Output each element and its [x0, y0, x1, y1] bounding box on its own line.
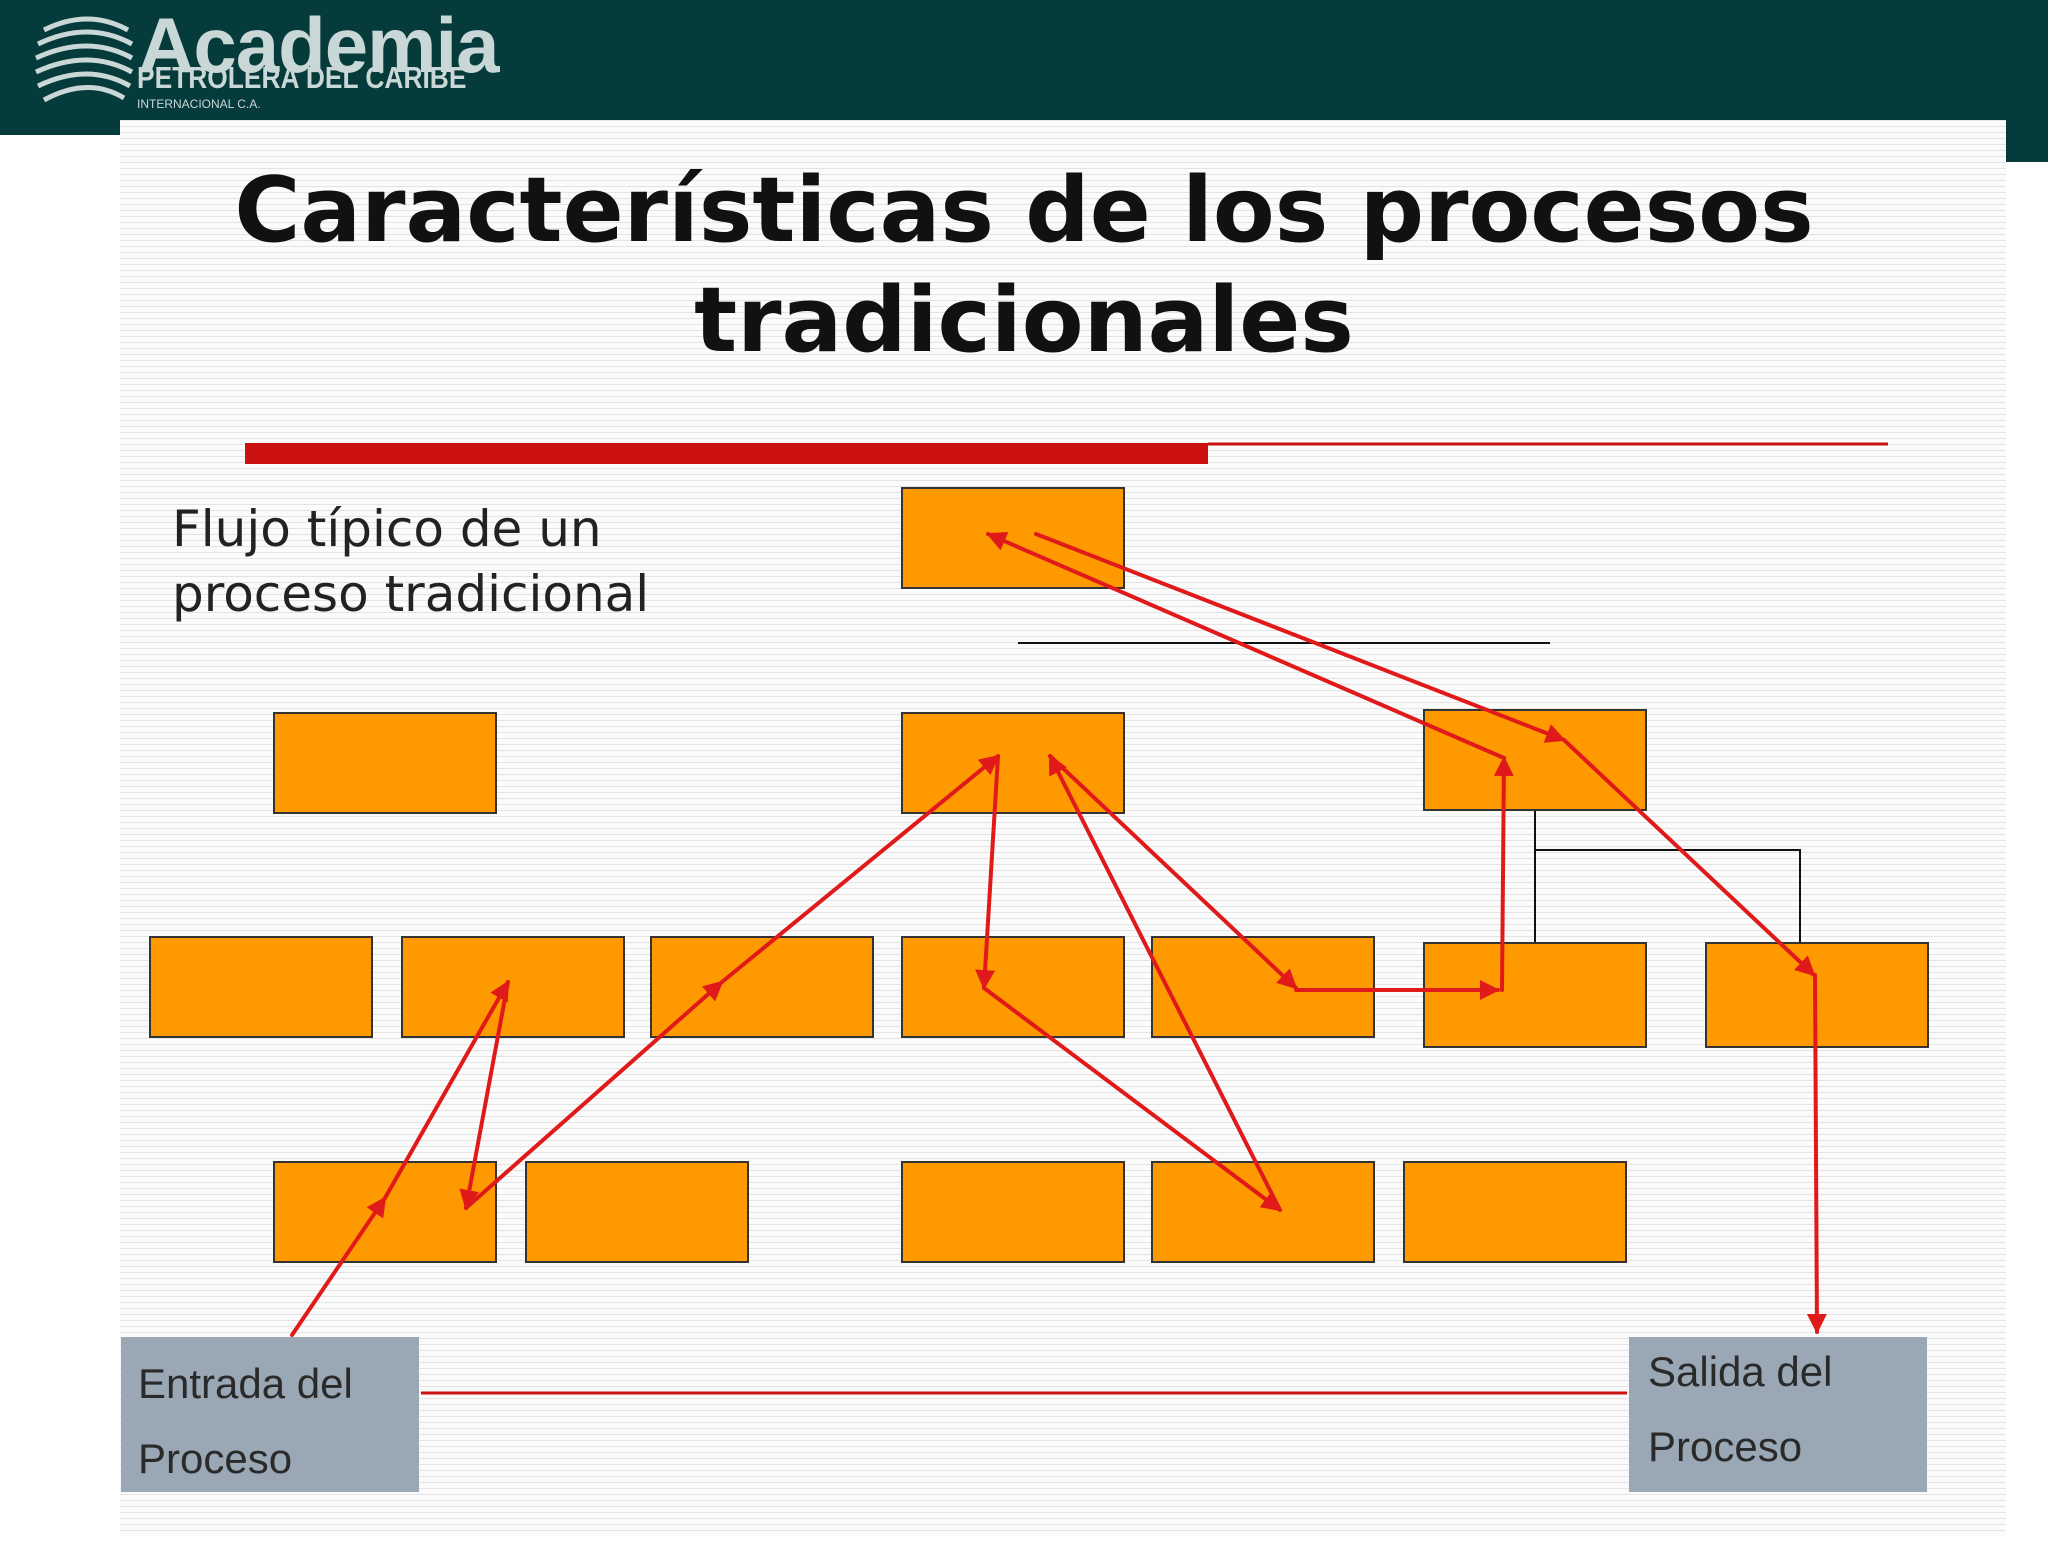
box-l3-3 — [650, 936, 874, 1038]
subtitle-line-1: Flujo típico de un — [172, 500, 602, 558]
process-flow — [290, 531, 1827, 1337]
flow-arrow-8 — [1048, 754, 1282, 1212]
box-l2-left — [273, 712, 497, 814]
box-l4-3 — [901, 1161, 1125, 1263]
logo-icon — [34, 16, 134, 103]
flow-arrow-11 — [1493, 756, 1514, 992]
flow-arrow-1 — [290, 1196, 387, 1337]
flow-arrow-14 — [1562, 738, 1816, 977]
flow-arrow-6 — [975, 754, 1000, 990]
box-l3-6 — [1423, 942, 1647, 1048]
flow-arrow-5 — [720, 754, 1000, 984]
page-title-line-1: Características de los procesos — [234, 158, 1814, 263]
box-l4-2 — [525, 1161, 749, 1263]
brand-name: Academia — [138, 1, 500, 89]
input-box — [121, 1337, 419, 1492]
flow-arrow-3 — [459, 980, 510, 1210]
slide-content-area — [120, 120, 2006, 1536]
brand-subtitle-small: INTERNACIONAL C.A. — [137, 97, 261, 111]
flow-arrow-9 — [1048, 754, 1298, 990]
flow-arrow-13 — [1034, 532, 1566, 743]
brand-subtitle: PETROLERA DEL CARIBE — [137, 60, 467, 95]
output-label-line-1: Salida del — [1648, 1348, 1833, 1395]
connector-right — [1534, 810, 1801, 943]
flow-arrow-2 — [383, 980, 510, 1200]
box-l2-center — [901, 712, 1125, 814]
box-l3-4 — [901, 936, 1125, 1038]
flow-arrow-12 — [986, 531, 1506, 760]
flow-arrow-7 — [982, 986, 1282, 1212]
box-l4-5 — [1403, 1161, 1627, 1263]
flow-arrow-4 — [464, 980, 724, 1210]
output-box — [1629, 1337, 1927, 1492]
box-top — [901, 487, 1125, 589]
box-l3-2 — [401, 936, 625, 1038]
box-l3-1 — [149, 936, 373, 1038]
box-l4-1 — [273, 1161, 497, 1263]
subtitle-line-2: proceso tradicional — [172, 565, 650, 623]
box-l3-5 — [1151, 936, 1375, 1038]
org-boxes — [149, 487, 1929, 1263]
header-band — [0, 0, 2048, 135]
input-label-line-1: Entrada del — [138, 1360, 353, 1407]
page-title-line-2: tradicionales — [694, 268, 1354, 373]
flow-arrow-15 — [1806, 973, 1827, 1334]
input-label-line-2: Proceso — [138, 1435, 293, 1482]
box-l2-right — [1423, 709, 1647, 811]
title-bar-thick — [245, 443, 1208, 464]
output-label-line-2: Proceso — [1648, 1423, 1803, 1470]
